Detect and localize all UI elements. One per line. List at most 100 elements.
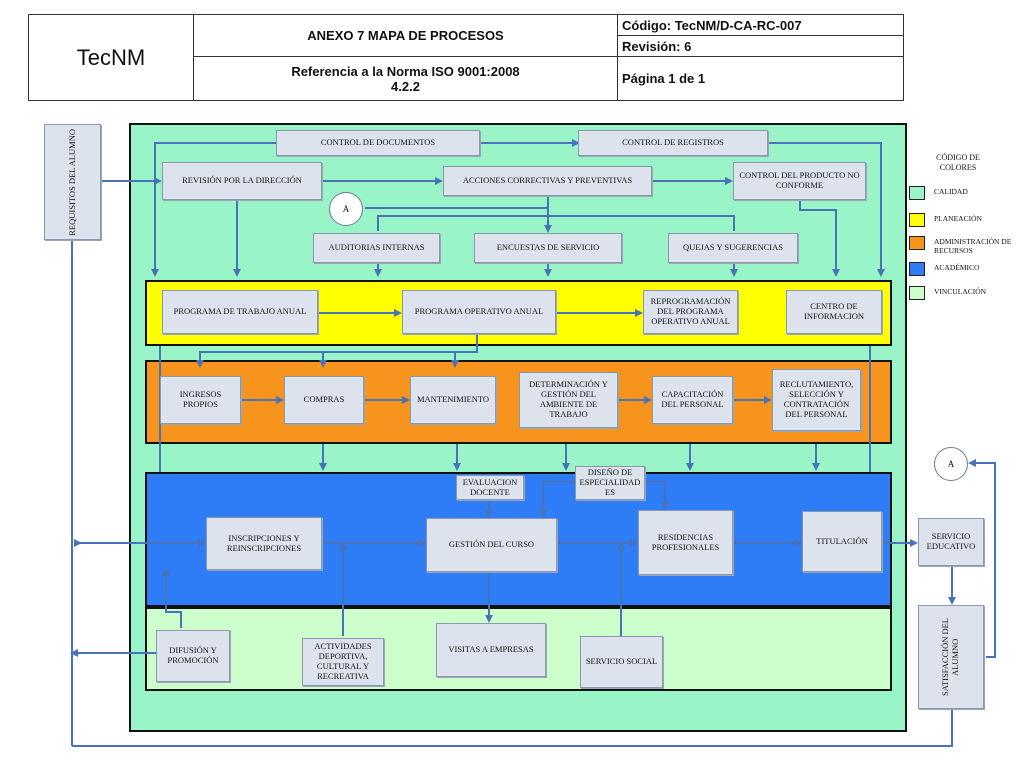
actividades-label: ACTIVIDADES DEPORTIVA, CULTURAL Y RECREA… xyxy=(314,641,372,681)
control-producto-label: CONTROL DEL PRODUCTO NO CONFORME xyxy=(739,170,860,190)
document-code: Código: TecNM/D-CA-RC-007 xyxy=(622,17,802,33)
acciones-correctivas-box[interactable]: ACCIONES CORRECTIVAS Y PREVENTIVAS xyxy=(443,166,652,196)
diseno-especialidades-label: DISEÑO DE ESPECIALIDAD ES xyxy=(579,467,641,497)
mantenimiento-box[interactable]: MANTENIMIENTO xyxy=(410,376,496,424)
requisitos-alumno-box[interactable]: REQUISITOS DEL ALUMNO xyxy=(44,124,101,240)
codigo-cell: Código: TecNM/D-CA-RC-007 xyxy=(617,14,904,36)
line-branch-audit xyxy=(377,215,735,231)
compras-box[interactable]: COMPRAS xyxy=(284,376,364,424)
vinculacion-region xyxy=(145,607,892,691)
capacitacion-personal-box[interactable]: CAPACITACIÓN DEL PERSONAL xyxy=(652,376,733,424)
legend-label: CALIDAD xyxy=(934,187,968,196)
centro-informacion-box[interactable]: CENTRO DE INFORMACION xyxy=(786,290,882,334)
revision-direccion-box[interactable]: REVISIÓN POR LA DIRECCIÓN xyxy=(162,162,322,200)
inscripciones-label: INSCRIPCIONES Y REINSCRIPCIONES xyxy=(226,532,302,553)
legend-label: PLANEACIÓN xyxy=(934,214,982,223)
line-bottom-loop xyxy=(72,708,953,747)
reprogramacion-box[interactable]: REPROGRAMACIÓN DEL PROGRAMA OPERATIVO AN… xyxy=(643,290,738,334)
residencias-profesionales-label: RESIDENCIAS PROFESIONALES xyxy=(651,531,720,552)
auditorias-internas-box[interactable]: AUDITORIAS INTERNAS xyxy=(313,233,440,263)
gestion-curso-label: GESTIÓN DEL CURSO xyxy=(448,539,535,550)
programa-operativo-label: PROGRAMA OPERATIVO ANUAL xyxy=(414,306,544,317)
servicio-educativo-box[interactable]: SERVICIO EDUCATIVO xyxy=(918,518,984,566)
determinacion-ambiente-box[interactable]: DETERMINACIÓN Y GESTIÓN DEL AMBIENTE DE … xyxy=(519,372,618,428)
ingresos-propios-label: INGRESOS PROPIOS xyxy=(179,389,222,409)
visitas-empresas-box[interactable]: VISITAS A EMPRESAS xyxy=(436,623,546,677)
actividades-box[interactable]: ACTIVIDADES DEPORTIVA, CULTURAL Y RECREA… xyxy=(302,638,384,686)
legend-swatch xyxy=(909,186,925,200)
evaluacion-docente-box[interactable]: EVALUACION DOCENTE xyxy=(456,475,524,500)
compras-label: COMPRAS xyxy=(303,394,345,405)
arrow-difusion-inscripciones xyxy=(162,568,182,628)
mantenimiento-label: MANTENIMIENTO xyxy=(416,394,490,405)
inscripciones-box[interactable]: INSCRIPCIONES Y REINSCRIPCIONES xyxy=(206,517,322,570)
arrow-registros-down xyxy=(768,142,885,277)
logo-cell: TecNM xyxy=(28,14,194,101)
satisfaccion-alumno-label: SATISFACCIÓN DEL ALUMNO xyxy=(940,618,960,697)
diseno-especialidades-box[interactable]: DISEÑO DE ESPECIALIDAD ES xyxy=(575,466,645,500)
connector-a-top[interactable]: A xyxy=(329,192,363,226)
satisfaccion-alumno-box[interactable]: SATISFACCIÓN DEL ALUMNO xyxy=(918,605,984,709)
connector-a-right-label: A xyxy=(947,459,955,469)
control-registros-box[interactable]: CONTROL DE REGISTROS xyxy=(578,130,768,156)
control-documentos-box[interactable]: CONTROL DE DOCUMENTOS xyxy=(276,130,480,156)
programa-operativo-box[interactable]: PROGRAMA OPERATIVO ANUAL xyxy=(402,290,556,334)
pagina-cell: Página 1 de 1 xyxy=(617,56,904,101)
ingresos-propios-box[interactable]: INGRESOS PROPIOS xyxy=(160,376,241,424)
arrow-operativo-admin xyxy=(196,334,478,368)
arrow-satisfaccion-a xyxy=(968,459,996,658)
norma-reference: Referencia a la Norma ISO 9001:2008 xyxy=(291,63,520,79)
control-documentos-label: CONTROL DE DOCUMENTOS xyxy=(320,137,436,148)
legend-swatch xyxy=(909,262,925,276)
legend-title: CÓDIGO DE COLORES xyxy=(936,153,980,172)
control-registros-label: CONTROL DE REGISTROS xyxy=(622,137,724,148)
arrow-docs-down xyxy=(151,142,276,277)
reclutamiento-label: RECLUTAMIENTO, SELECCIÓN Y CONTRATACIÓN … xyxy=(779,379,854,419)
norma-cell: Referencia a la Norma ISO 9001:2008 4.2.… xyxy=(193,56,618,101)
arrow-producto-centro xyxy=(799,200,840,277)
legend-swatch xyxy=(909,213,925,227)
quejas-sugerencias-label: QUEJAS Y SUGERENCIAS xyxy=(683,242,783,253)
determinacion-ambiente-label: DETERMINACIÓN Y GESTIÓN DEL AMBIENTE DE … xyxy=(529,379,608,419)
document-revision: Revisión: 6 xyxy=(622,38,692,54)
reclutamiento-box[interactable]: RECLUTAMIENTO, SELECCIÓN Y CONTRATACIÓN … xyxy=(772,369,861,431)
reprogramacion-label: REPROGRAMACIÓN DEL PROGRAMA OPERATIVO AN… xyxy=(650,296,731,326)
difusion-promocion-box[interactable]: DIFUSIÓN Y PROMOCIÓN xyxy=(156,630,230,682)
legend-label: ACADÉMICO xyxy=(934,263,980,272)
programa-trabajo-box[interactable]: PROGRAMA DE TRABAJO ANUAL xyxy=(162,290,318,334)
document-title: ANEXO 7 MAPA DE PROCESOS xyxy=(307,28,504,43)
revision-direccion-label: REVISIÓN POR LA DIRECCIÓN xyxy=(182,175,302,186)
difusion-promocion-label: DIFUSIÓN Y PROMOCIÓN xyxy=(167,645,219,665)
connector-a-label: A xyxy=(342,204,350,214)
encuestas-servicio-box[interactable]: ENCUESTAS DE SERVICIO xyxy=(474,233,622,263)
acciones-correctivas-label: ACCIONES CORRECTIVAS Y PREVENTIVAS xyxy=(462,175,633,186)
auditorias-internas-label: AUDITORIAS INTERNAS xyxy=(328,242,425,253)
evaluacion-docente-label: EVALUACION DOCENTE xyxy=(462,476,518,497)
encuestas-servicio-label: ENCUESTAS DE SERVICIO xyxy=(496,242,600,253)
legend-swatch xyxy=(909,236,925,250)
gestion-curso-box[interactable]: GESTIÓN DEL CURSO xyxy=(426,518,557,572)
page-number: Página 1 de 1 xyxy=(622,71,706,86)
legend-label: VINCULACIÓN xyxy=(934,287,987,296)
requisitos-alumno-label: REQUISITOS DEL ALUMNO xyxy=(66,128,77,236)
arrow-diseno-residencias xyxy=(645,481,669,510)
visitas-empresas-label: VISITAS A EMPRESAS xyxy=(448,644,534,655)
residencias-profesionales-box[interactable]: RESIDENCIAS PROFESIONALES xyxy=(638,510,733,575)
revision-cell: Revisión: 6 xyxy=(617,35,904,57)
capacitacion-personal-label: CAPACITACIÓN DEL PERSONAL xyxy=(661,389,724,409)
titulacion-box[interactable]: TITULACIÓN xyxy=(802,511,882,572)
programa-trabajo-label: PROGRAMA DE TRABAJO ANUAL xyxy=(173,306,307,317)
servicio-educativo-label: SERVICIO EDUCATIVO xyxy=(926,531,976,551)
control-producto-box[interactable]: CONTROL DEL PRODUCTO NO CONFORME xyxy=(733,162,866,200)
legend-swatch xyxy=(909,286,925,300)
logo-text: TecNM xyxy=(76,44,146,70)
servicio-social-box[interactable]: SERVICIO SOCIAL xyxy=(580,636,663,688)
legend-label: ADMINISTRACIÓN DE RECURSOS xyxy=(934,237,1012,255)
arrow-diseno-gestion xyxy=(539,481,575,518)
servicio-social-label: SERVICIO SOCIAL xyxy=(585,656,658,667)
quejas-sugerencias-box[interactable]: QUEJAS Y SUGERENCIAS xyxy=(668,233,798,263)
norma-clause: 4.2.2 xyxy=(391,78,420,94)
connector-a-right[interactable]: A xyxy=(934,447,968,481)
titulacion-label: TITULACIÓN xyxy=(816,535,868,546)
